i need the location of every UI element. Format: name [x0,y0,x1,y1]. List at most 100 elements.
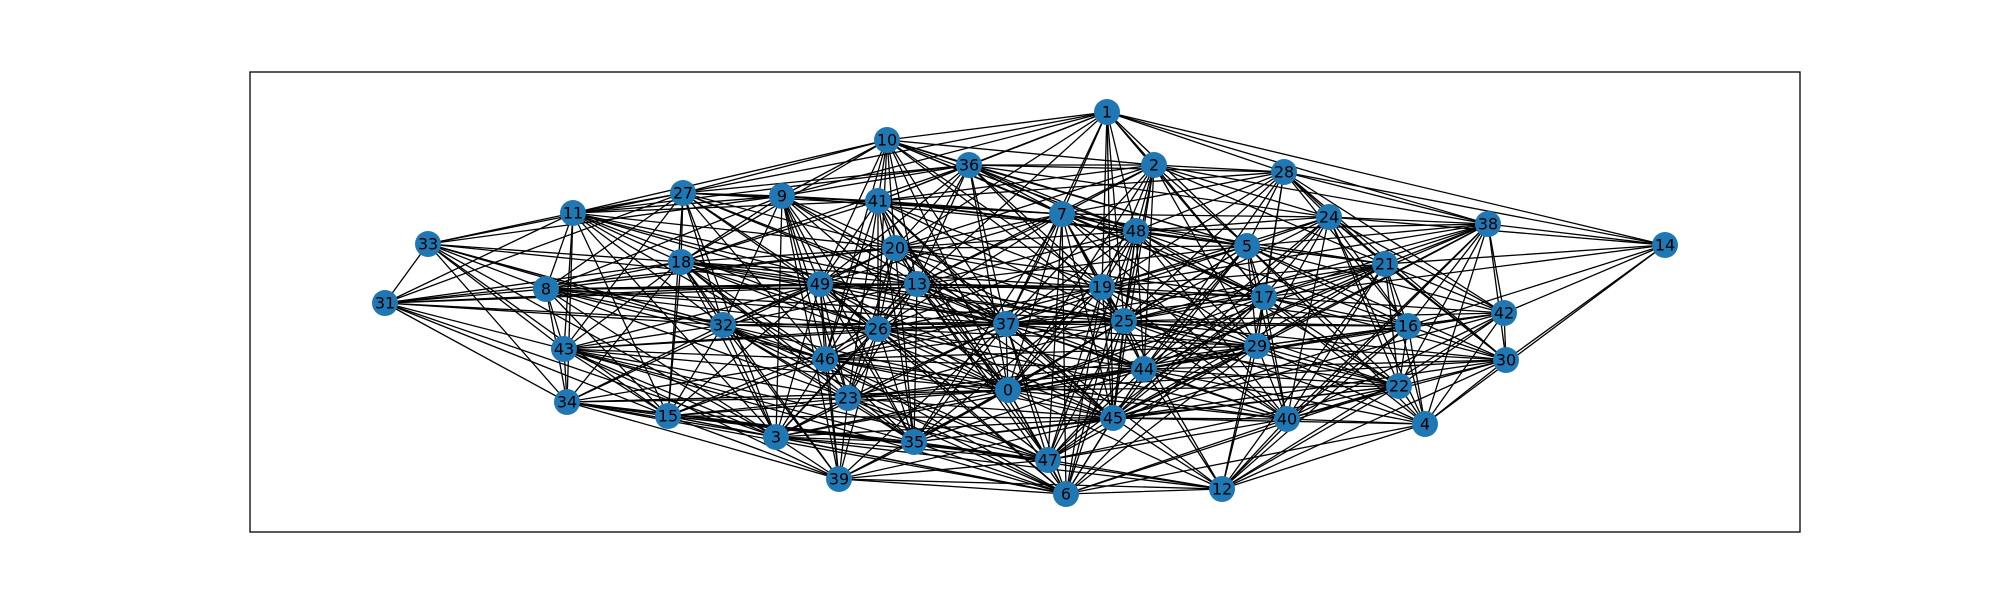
edge-9-46 [781,195,826,360]
node-label-26: 26 [868,320,888,339]
node-31: 31 [372,290,398,316]
node-circle-17 [1251,284,1277,310]
node-circle-24 [1316,204,1342,230]
node-label-36: 36 [959,156,979,175]
edge-35-6 [913,441,1067,495]
edge-44-40 [1143,368,1288,420]
node-label-0: 0 [1003,381,1013,400]
edge-25-46 [824,320,1125,360]
edge-48-20 [894,230,1137,249]
edge-18-34 [566,261,682,403]
edge-45-35 [913,417,1114,443]
node-30: 30 [1493,347,1519,373]
edge-20-46 [824,247,896,360]
node-label-30: 30 [1496,351,1516,370]
edge-18-3 [680,261,777,438]
edge-14-4 [1424,244,1666,425]
node-circle-31 [372,290,398,316]
node-18: 18 [668,249,694,275]
node-label-39: 39 [829,470,849,489]
node-label-48: 48 [1126,222,1146,241]
edge-8-46 [545,288,826,360]
edge-10-9 [781,139,888,197]
edge-43-0 [563,348,1009,391]
edge-13-47 [916,283,1049,461]
edge-44-3 [775,368,1145,438]
node-label-40: 40 [1277,410,1297,429]
node-circle-3 [763,424,789,450]
node-circle-34 [554,389,580,415]
edge-0-45 [1007,389,1114,419]
node-circle-42 [1491,300,1517,326]
edge-36-19 [968,164,1103,288]
edge-2-44 [1143,164,1155,370]
node-29: 29 [1244,333,1270,359]
node-circle-4 [1412,411,1438,437]
edge-18-35 [680,261,915,443]
edge-1-48 [1106,111,1137,232]
node-2: 2 [1141,152,1167,178]
edge-26-3 [775,328,879,438]
edge-43-47 [563,348,1049,461]
node-circle-48 [1123,218,1149,244]
node-19: 19 [1089,274,1115,300]
node-circle-25 [1111,308,1137,334]
edge-30-12 [1221,359,1507,490]
edge-4-6 [1065,423,1426,495]
node-41: 41 [865,188,891,214]
edge-18-37 [680,261,1007,325]
edge-49-37 [819,283,1007,325]
edge-5-21 [1246,245,1386,265]
edge-38-5 [1246,223,1489,247]
node-circle-18 [668,249,694,275]
edge-9-8 [545,195,783,290]
edge-2-41 [877,164,1155,202]
edge-31-3 [384,302,777,438]
edge-41-25 [877,200,1125,322]
edge-33-15 [427,243,669,417]
edge-1-13 [916,111,1108,285]
node-circle-14 [1652,232,1678,258]
edge-17-44 [1143,296,1265,370]
edge-46-45 [824,358,1114,419]
node-26: 26 [865,316,891,342]
node-circle-10 [874,127,900,153]
node-label-7: 7 [1057,205,1067,224]
node-label-3: 3 [771,428,781,447]
node-circle-27 [670,180,696,206]
edge-38-16 [1407,223,1489,327]
edge-18-20 [680,247,896,263]
edge-31-43 [384,302,565,350]
edge-18-25 [680,261,1125,322]
edge-33-3 [427,243,777,438]
edge-21-29 [1256,263,1386,347]
node-43: 43 [551,336,577,362]
edge-36-11 [572,164,970,214]
node-33: 33 [415,231,441,257]
edge-2-24 [1153,164,1330,218]
edge-38-30 [1487,223,1507,361]
edge-7-13 [916,213,1063,285]
edge-21-42 [1384,263,1505,314]
edge-11-34 [566,212,574,403]
edge-24-25 [1123,216,1330,322]
node-47: 47 [1035,447,1061,473]
node-28: 28 [1271,159,1297,185]
edge-45-12 [1112,417,1223,490]
edge-44-4 [1143,368,1426,425]
node-label-35: 35 [904,433,924,452]
edge-16-4 [1407,325,1426,425]
node-label-25: 25 [1114,312,1134,331]
edge-4-12 [1221,423,1426,490]
node-46: 46 [812,346,838,372]
edge-28-41 [877,171,1285,202]
edge-46-47 [824,358,1049,461]
node-circle-41 [865,188,891,214]
edge-13-37 [916,283,1007,325]
edge-29-12 [1221,345,1258,490]
edge-3-35 [775,436,915,443]
edge-47-12 [1047,459,1223,490]
edge-18-39 [680,261,840,480]
edge-17-25 [1123,296,1265,322]
edge-19-29 [1101,286,1258,347]
